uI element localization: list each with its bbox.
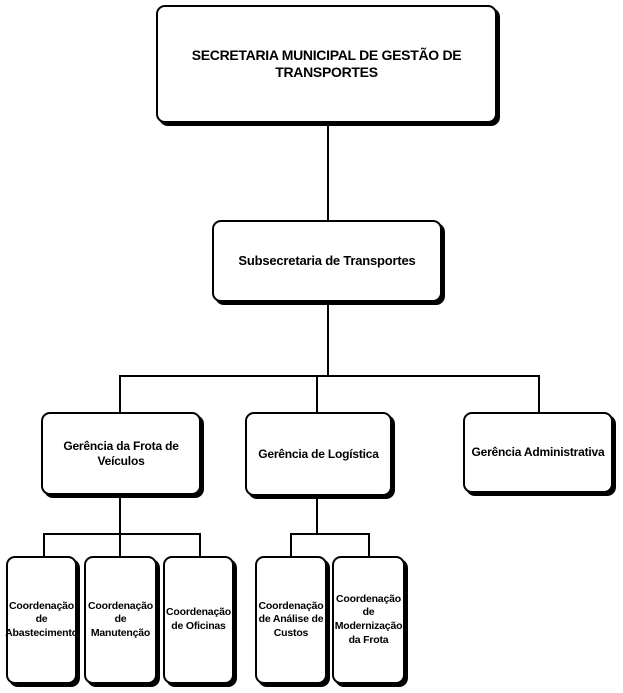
box-gerencia-frota-label: Gerência da Frota de Veículos — [63, 438, 179, 468]
box-coord-oficinas: Coordenação de Oficinas — [163, 556, 234, 684]
coord-custos-line-2: de Análise de — [258, 613, 324, 626]
box-coord-modernizacao-frota: Coordenação de Modernização da Frota — [332, 556, 405, 684]
box-coord-abastecimento: Coordenação de Abastecimento — [5, 556, 78, 684]
coord-abastecimento-line-2: de — [35, 613, 48, 626]
box-coord-manutencao: Coordenação de Manutenção — [84, 556, 157, 684]
coord-manutencao-line-2: de Manutenção — [90, 613, 151, 639]
coord-modernizacao-line-4: da Frota — [348, 633, 389, 646]
box-gerencia-administrativa: Gerência Administrativa — [463, 412, 613, 493]
box-secretaria-municipal: SECRETARIA MUNICIPAL DE GESTÃO DE TRANSP… — [156, 5, 497, 123]
coord-modernizacao-line-2: de — [362, 606, 375, 619]
coord-manutencao-line-1: Coordenação — [88, 599, 153, 612]
coord-custos-line-3: Custos — [273, 626, 309, 639]
box-gerencia-logistica-label: Gerência de Logística — [258, 446, 379, 461]
box-coord-analise-custos: Coordenação de Análise de Custos — [255, 556, 327, 684]
box-subsecretaria-label: Subsecretaria de Transportes — [238, 252, 416, 268]
box-gerencia-frota: Gerência da Frota de Veículos — [41, 412, 201, 495]
coord-abastecimento-line-3: Abastecimento — [5, 626, 78, 639]
coord-modernizacao-line-3: Modernização — [334, 620, 403, 632]
box-subsecretaria: Subsecretaria de Transportes — [212, 220, 442, 302]
box-gerencia-logistica: Gerência de Logística — [245, 412, 392, 496]
coord-custos-line-1: Coordenação — [258, 599, 324, 612]
coord-abastecimento-line-1: Coordenação — [9, 599, 74, 612]
coord-modernizacao-line-1: Coordenação — [336, 592, 401, 605]
coord-oficinas-line-2: de Oficinas — [171, 620, 226, 632]
box-gerencia-administrativa-label: Gerência Administrativa — [471, 445, 605, 459]
coord-oficinas-line-1: Coordenação — [166, 606, 231, 619]
box-secretaria-label: SECRETARIA MUNICIPAL DE GESTÃO DE TRANSP… — [191, 46, 462, 81]
